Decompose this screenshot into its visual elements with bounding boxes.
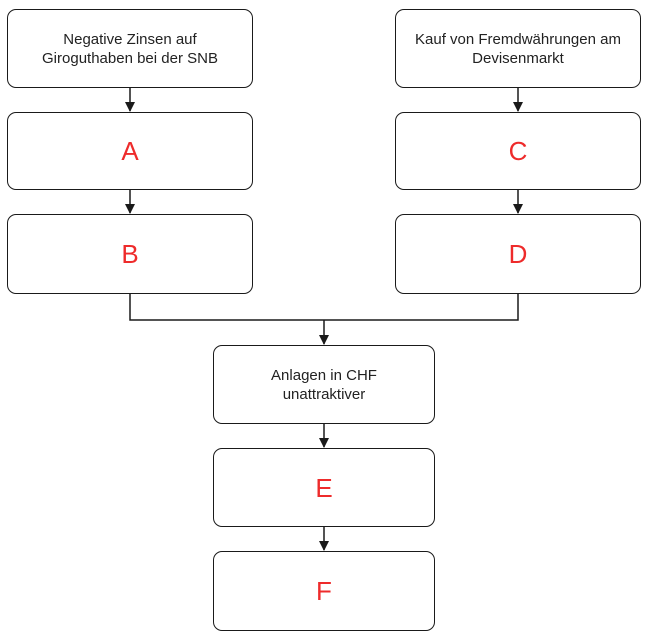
node-fx-purchase-label: Kauf von Fremdwährungen am Devisenmarkt — [415, 30, 621, 67]
node-b-label: B — [121, 239, 139, 269]
node-c: C — [395, 112, 641, 190]
node-e: E — [213, 448, 435, 527]
node-fx-purchase: Kauf von Fremdwährungen am Devisenmarkt — [395, 9, 641, 88]
node-negative-interest-label: Negative Zinsen auf Giroguthaben bei der… — [42, 30, 218, 67]
node-a-label: A — [121, 136, 139, 166]
connector-b-to-merge — [129, 294, 324, 321]
node-c-label: C — [508, 136, 528, 166]
node-f: F — [213, 551, 435, 631]
node-e-label: E — [315, 472, 333, 503]
node-d-label: D — [508, 239, 528, 269]
node-chf-unattractive-label: Anlagen in CHF unattraktiver — [271, 366, 377, 403]
node-negative-interest: Negative Zinsen auf Giroguthaben bei der… — [7, 9, 253, 88]
node-f-label: F — [316, 576, 332, 606]
connector-d-to-merge — [324, 294, 519, 321]
node-a: A — [7, 112, 253, 190]
node-chf-unattractive: Anlagen in CHF unattraktiver — [213, 345, 435, 424]
node-d: D — [395, 214, 641, 294]
node-b: B — [7, 214, 253, 294]
